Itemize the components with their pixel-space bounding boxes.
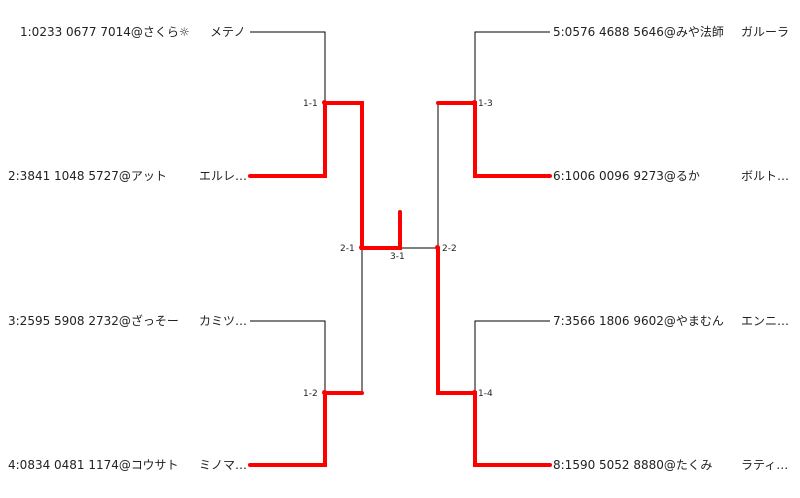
bracket-entry-6[interactable]: 6:1006 0096 9273@るか ボルト… <box>553 169 789 183</box>
bracket-entry-3[interactable]: 3:2595 5908 2732@ざっそー カミツ… <box>8 314 247 328</box>
match-label-2-2: 2-2 <box>442 244 457 254</box>
bracket-entry-5[interactable]: 5:0576 4688 5646@みや法師 ガルーラ <box>553 25 789 39</box>
bracket-entry-8[interactable]: 8:1590 5052 8880@たくみ ラティ… <box>553 458 788 472</box>
entry-pokemon-name: ボルト… <box>741 169 790 183</box>
entry-player-name: 1:0233 0677 7014@さくら☼ <box>20 25 190 39</box>
match-label-2-1: 2-1 <box>340 244 355 254</box>
winner-path-entry-2 <box>248 101 402 250</box>
winner-path-entry-4 <box>248 391 364 467</box>
bracket-entry-1[interactable]: 1:0233 0677 7014@さくら☼ メテノ <box>20 25 246 39</box>
match-label-1-3: 1-3 <box>478 99 493 109</box>
entry-player-name: 5:0576 4688 5646@みや法師 <box>553 25 724 39</box>
bracket-line-entry-5 <box>474 31 550 103</box>
entry-player-name: 3:2595 5908 2732@ざっそー <box>8 314 179 328</box>
bracket-line-entry-7 <box>474 320 550 393</box>
winner-path-entry-6 <box>436 101 552 178</box>
bracket-entry-4[interactable]: 4:0834 0481 1174@コウサト ミノマ… <box>8 458 247 472</box>
entry-pokemon-name: カミツ… <box>199 314 248 328</box>
entry-pokemon-name: ガルーラ <box>741 25 790 39</box>
entry-pokemon-name: メテノ <box>210 25 246 39</box>
node-dot-1-1 <box>322 100 327 105</box>
entry-player-name: 7:3566 1806 9602@やまむん <box>553 314 724 328</box>
entry-pokemon-name: ミノマ… <box>199 458 248 472</box>
node-dot-2-2 <box>435 245 440 250</box>
entry-pokemon-name: エンニ… <box>741 314 790 328</box>
entry-player-name: 2:3841 1048 5727@アット <box>8 169 167 183</box>
match-label-3-1: 3-1 <box>390 252 405 262</box>
match-label-1-4: 1-4 <box>478 389 493 399</box>
entry-player-name: 8:1590 5052 8880@たくみ <box>553 458 713 472</box>
match-label-1-1: 1-1 <box>303 99 318 109</box>
bracket-thin-lines <box>250 31 550 393</box>
node-dot-1-2 <box>322 390 327 395</box>
node-dot-1-4 <box>472 390 477 395</box>
bracket-entry-2[interactable]: 2:3841 1048 5727@アット エルレ… <box>8 169 247 183</box>
entry-pokemon-name: エルレ… <box>199 169 248 183</box>
winner-paths <box>248 101 552 467</box>
winner-path-entry-8 <box>436 246 552 467</box>
node-dot-2-1 <box>359 245 364 250</box>
match-label-1-2: 1-2 <box>303 389 318 399</box>
bracket-line-entry-3 <box>250 320 326 393</box>
bracket-entry-7[interactable]: 7:3566 1806 9602@やまむん エンニ… <box>553 314 789 328</box>
entry-pokemon-name: ラティ… <box>741 458 789 472</box>
entry-player-name: 6:1006 0096 9273@るか <box>553 169 700 183</box>
bracket-line-entry-1 <box>250 31 326 103</box>
entry-player-name: 4:0834 0481 1174@コウサト <box>8 458 179 472</box>
node-dot-1-3 <box>472 100 477 105</box>
